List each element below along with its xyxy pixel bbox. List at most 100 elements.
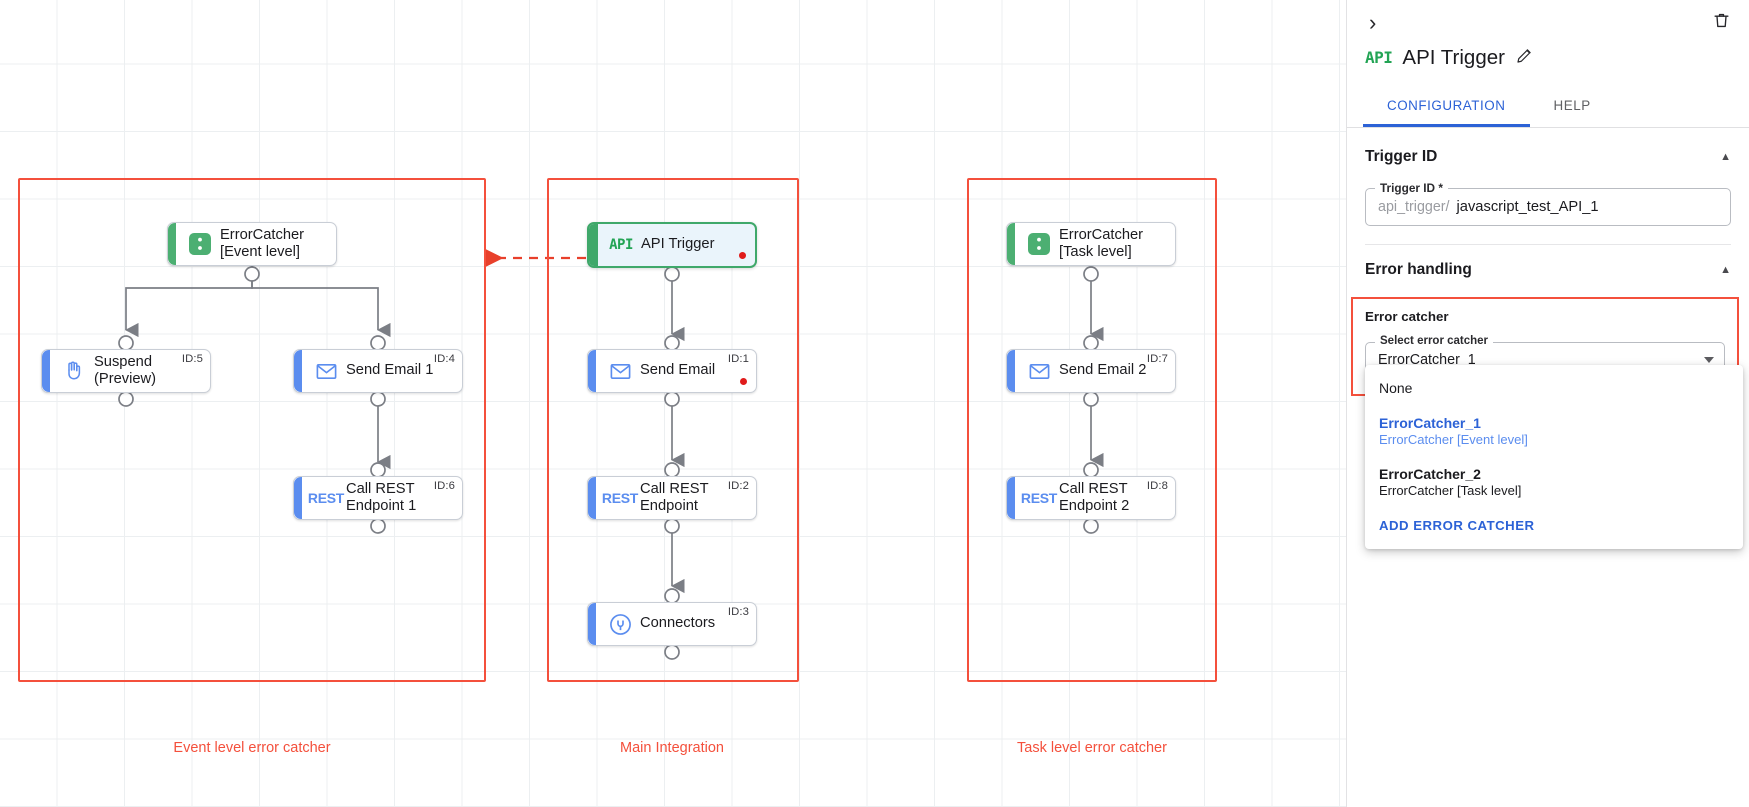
panel-toolbar: ›: [1347, 0, 1749, 36]
trash-icon[interactable]: [1712, 11, 1731, 35]
group-box-main-integration: [547, 178, 799, 682]
properties-panel: › API API Trigger CONFIGU: [1346, 0, 1749, 807]
error-catcher-dropdown-menu[interactable]: None ErrorCatcher_1 ErrorCatcher [Event …: [1365, 365, 1743, 549]
select-value: ErrorCatcher_1: [1378, 352, 1476, 368]
node-call-rest-endpoint[interactable]: REST Call REST Endpoint ID:2: [587, 476, 757, 520]
node-id-badge: ID:5: [181, 353, 203, 365]
node-accent-bar: [1007, 477, 1015, 519]
panel-tabs: CONFIGURATION HELP: [1347, 88, 1749, 128]
node-accent-bar: [1007, 223, 1015, 265]
error-catcher-icon: [180, 231, 220, 257]
node-accent-bar: [588, 603, 596, 645]
menu-item-subtitle: ErrorCatcher [Task level]: [1379, 483, 1522, 498]
rest-icon: REST: [1019, 490, 1059, 506]
panel-header: API API Trigger: [1347, 36, 1749, 70]
menu-item-none[interactable]: None: [1365, 373, 1743, 403]
envelope-icon: [306, 360, 346, 383]
node-id-badge: ID:7: [1146, 353, 1168, 365]
error-catcher-icon: [1019, 231, 1059, 257]
chevron-down-icon[interactable]: [1704, 357, 1714, 363]
node-id-badge: ID:1: [727, 353, 749, 365]
rest-icon: REST: [600, 490, 640, 506]
node-call-rest-endpoint-2[interactable]: REST Call REST Endpoint 2 ID:8: [1006, 476, 1176, 520]
trigger-id-value[interactable]: javascript_test_API_1: [1456, 199, 1599, 215]
node-label: Call REST Endpoint: [640, 480, 709, 514]
node-id-badge: ID:6: [433, 480, 455, 492]
group-label-event-level: Event level error catcher: [173, 740, 331, 756]
node-accent-bar: [589, 224, 598, 266]
menu-item-subtitle: ErrorCatcher [Event level]: [1379, 432, 1528, 447]
pencil-icon[interactable]: [1515, 47, 1533, 70]
node-send-email[interactable]: Send Email ID:1: [587, 349, 757, 393]
group-label-main-integration: Main Integration: [620, 740, 724, 756]
node-error-catcher-task-level[interactable]: ErrorCatcher [Task level]: [1006, 222, 1176, 266]
section-title: Error handling: [1365, 261, 1472, 278]
chevron-up-icon[interactable]: ▲: [1720, 151, 1731, 163]
trigger-id-field[interactable]: Trigger ID * api_trigger/ javascript_tes…: [1365, 181, 1731, 226]
envelope-icon: [600, 360, 640, 383]
rest-icon-text: REST: [307, 490, 345, 506]
connectors-icon: [600, 612, 640, 637]
node-send-email-1[interactable]: Send Email 1 ID:4: [293, 349, 463, 393]
menu-item-error-catcher-2[interactable]: ErrorCatcher_2 ErrorCatcher [Task level]: [1365, 454, 1743, 505]
group-box-task-level: [967, 178, 1217, 682]
api-icon: API: [601, 237, 641, 253]
add-error-catcher-label: ADD ERROR CATCHER: [1379, 518, 1535, 533]
node-id-badge: ID:4: [433, 353, 455, 365]
api-icon-text: API: [1365, 48, 1393, 67]
node-label: Suspend (Preview): [94, 353, 157, 387]
hand-icon: [54, 359, 94, 383]
node-accent-bar: [168, 223, 176, 265]
rest-icon: REST: [306, 490, 346, 506]
node-accent-bar: [294, 350, 302, 392]
node-label: ErrorCatcher [Task level]: [1059, 226, 1144, 260]
node-label: Send Email 1: [346, 362, 434, 379]
error-indicator-dot: [739, 252, 746, 259]
node-error-catcher-event-level[interactable]: ErrorCatcher [Event level]: [167, 222, 337, 266]
error-catcher-highlight: Error catcher Select error catcher Error…: [1351, 297, 1743, 549]
node-accent-bar: [588, 477, 596, 519]
node-label: API Trigger: [641, 236, 715, 253]
workflow-canvas[interactable]: Event level error catcher Main Integrati…: [0, 0, 1346, 807]
group-box-event-level: [18, 178, 486, 682]
node-suspend-preview[interactable]: Suspend (Preview) ID:5: [41, 349, 211, 393]
trigger-id-header[interactable]: Trigger ID ▲: [1365, 148, 1731, 166]
node-label: Send Email 2: [1059, 362, 1147, 379]
node-send-email-2[interactable]: Send Email 2 ID:7: [1006, 349, 1176, 393]
node-call-rest-endpoint-1[interactable]: REST Call REST Endpoint 1 ID:6: [293, 476, 463, 520]
error-indicator-dot: [740, 378, 747, 385]
node-label: Send Email: [640, 362, 716, 379]
rest-icon-text: REST: [601, 490, 639, 506]
node-accent-bar: [294, 477, 302, 519]
node-id-badge: ID:8: [1146, 480, 1168, 492]
node-label: Call REST Endpoint 2: [1059, 480, 1130, 514]
section-title: Trigger ID: [1365, 148, 1438, 165]
tab-help[interactable]: HELP: [1553, 98, 1591, 113]
menu-item-error-catcher-1[interactable]: ErrorCatcher_1 ErrorCatcher [Event level…: [1365, 403, 1743, 454]
select-legend: Select error catcher: [1375, 335, 1494, 347]
trigger-id-prefix: api_trigger/: [1378, 199, 1450, 215]
page-title: API Trigger: [1402, 46, 1505, 69]
node-api-trigger[interactable]: API API Trigger: [587, 222, 757, 268]
node-label: Call REST Endpoint 1: [346, 480, 417, 514]
node-id-badge: ID:3: [727, 606, 749, 618]
error-handling-header[interactable]: Error handling ▲: [1365, 261, 1731, 279]
error-handling-section: Error handling ▲: [1347, 245, 1749, 279]
trigger-id-legend: Trigger ID *: [1375, 181, 1448, 195]
api-icon: API: [1365, 48, 1393, 68]
envelope-icon: [1019, 360, 1059, 383]
chevron-right-icon[interactable]: ›: [1369, 10, 1377, 35]
chevron-up-icon[interactable]: ▲: [1720, 264, 1731, 276]
node-accent-bar: [42, 350, 50, 392]
node-accent-bar: [588, 350, 596, 392]
node-id-badge: ID:2: [727, 480, 749, 492]
tab-configuration[interactable]: CONFIGURATION: [1363, 88, 1530, 127]
node-label: ErrorCatcher [Event level]: [220, 226, 305, 260]
rest-icon-text: REST: [1020, 490, 1058, 506]
menu-item-title: None: [1379, 380, 1413, 396]
node-label: Connectors: [640, 615, 716, 632]
group-label-task-level: Task level error catcher: [1017, 740, 1167, 756]
add-error-catcher-button[interactable]: ADD ERROR CATCHER: [1365, 505, 1743, 541]
node-connectors[interactable]: Connectors ID:3: [587, 602, 757, 646]
